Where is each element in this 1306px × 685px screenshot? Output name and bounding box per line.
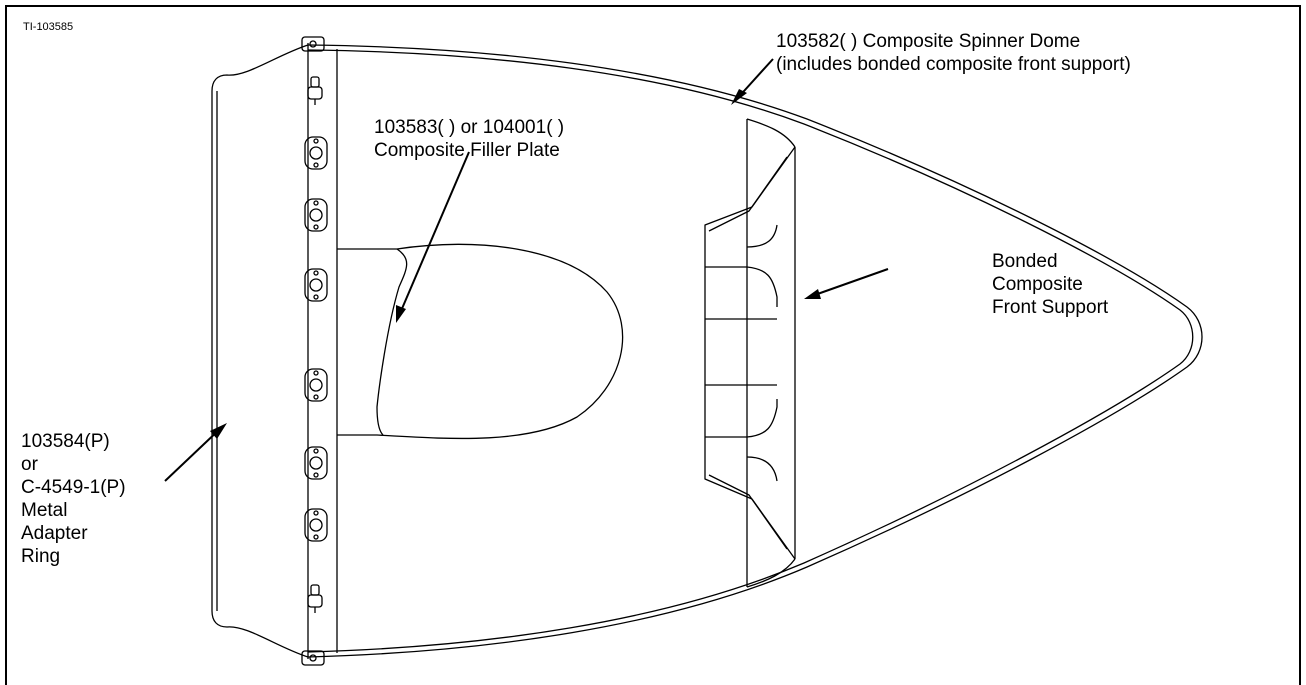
- callout-front-support: Bonded Composite Front Support: [992, 250, 1108, 319]
- callout-line: 103584(P): [21, 431, 110, 452]
- callout-line: (includes bonded composite front support…: [776, 54, 1131, 75]
- filler-plate-outline: [337, 243, 624, 440]
- arrow-filler: [397, 151, 470, 319]
- callout-line: or: [21, 454, 38, 475]
- callout-line: Adapter: [21, 523, 88, 544]
- arrow-support: [808, 268, 889, 298]
- top-clip: [301, 36, 325, 52]
- arrowhead-ring: [210, 423, 227, 439]
- callout-line: Composite: [992, 274, 1083, 295]
- callout-adapter-ring: 103584(P) or C-4549-1(P) Metal Adapter R…: [21, 430, 126, 568]
- callout-spinner-dome: 103582( ) Composite Spinner Dome (includ…: [776, 30, 1131, 76]
- bolt-boss: [304, 508, 328, 542]
- bolt-boss: [304, 446, 328, 480]
- bolt-boss: [304, 198, 328, 232]
- arrowhead-support: [804, 289, 821, 299]
- callout-line: C-4549-1(P): [21, 477, 126, 498]
- callout-line: 103582( ) Composite Spinner Dome: [776, 31, 1081, 52]
- bolt-boss: [304, 268, 328, 302]
- filler-plate-edge: [376, 248, 408, 436]
- callout-line: 103583( ) or 104001( ): [374, 117, 565, 138]
- figure-frame: TI-103585 103582( ) Composite Spinner Do…: [5, 5, 1301, 685]
- arrowhead-dome: [731, 89, 747, 105]
- callout-line: Bonded: [992, 251, 1058, 272]
- spinner-dome-outline: [307, 44, 1203, 658]
- bottom-clip: [301, 650, 325, 666]
- front-support: [704, 118, 796, 588]
- spinner-dome-inner-line: [307, 49, 1194, 653]
- callout-line: Ring: [21, 546, 61, 567]
- figure-id: TI-103585: [23, 21, 74, 33]
- callout-line: Metal: [21, 500, 68, 521]
- arrow-ring: [164, 426, 223, 482]
- fitting-bottom: [307, 584, 323, 613]
- bolt-boss: [304, 136, 328, 170]
- spinner-drawing: [164, 36, 1203, 666]
- arrowhead-filler: [396, 305, 406, 323]
- fitting-top: [307, 76, 323, 105]
- bolt-boss: [304, 368, 328, 402]
- callout-filler-plate: 103583( ) or 104001( ) Composite Filler …: [374, 116, 564, 162]
- callout-line: Front Support: [992, 297, 1109, 318]
- callout-line: Composite Filler Plate: [374, 140, 560, 161]
- adapter-ring-outline: [211, 44, 309, 658]
